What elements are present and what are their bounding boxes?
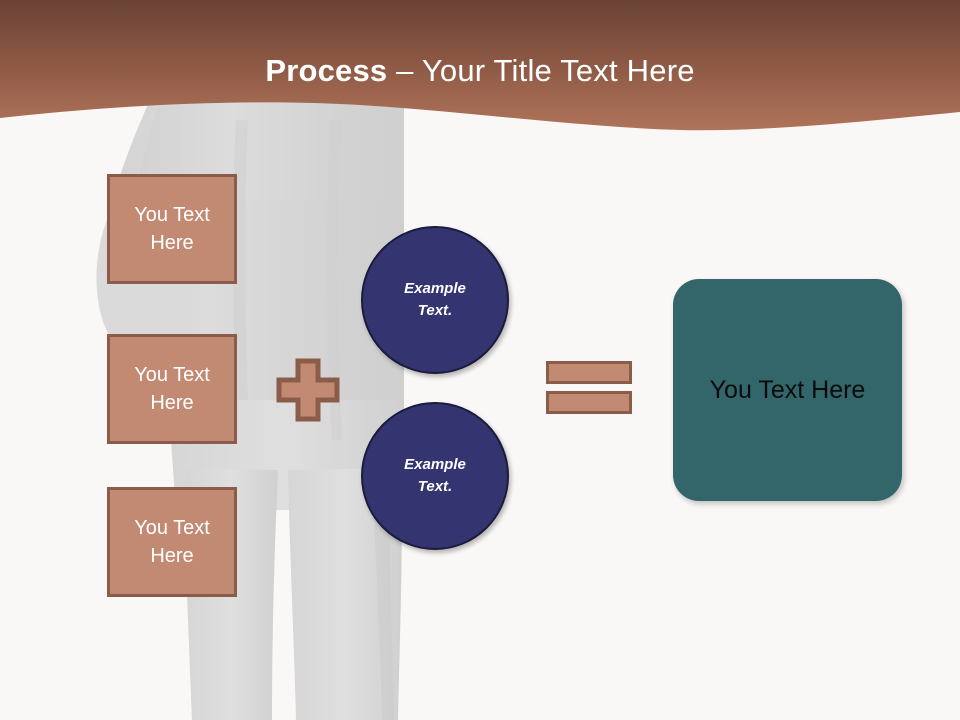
- example-circle-1-line1: Example: [404, 280, 466, 297]
- plus-icon: [276, 358, 340, 422]
- example-circle-2[interactable]: Example Text.: [361, 402, 509, 550]
- example-circle-1-line2: Text.: [417, 302, 453, 319]
- page-title-rest: – Your Title Text Here: [387, 53, 695, 88]
- page-title: Process – Your Title Text Here: [0, 52, 960, 90]
- equals-bar-bottom: [546, 391, 632, 414]
- example-circle-2-line1: Example: [404, 456, 466, 473]
- equals-icon: [546, 358, 632, 416]
- equals-bar-top: [546, 361, 632, 384]
- example-circle-1[interactable]: Example Text.: [361, 226, 509, 374]
- result-box[interactable]: You Text Here: [673, 279, 902, 501]
- input-box-3[interactable]: You Text Here: [107, 487, 237, 597]
- page-title-bold: Process: [265, 53, 388, 88]
- input-box-2[interactable]: You Text Here: [107, 334, 237, 444]
- input-box-1[interactable]: You Text Here: [107, 174, 237, 284]
- example-circle-2-line2: Text.: [417, 478, 453, 495]
